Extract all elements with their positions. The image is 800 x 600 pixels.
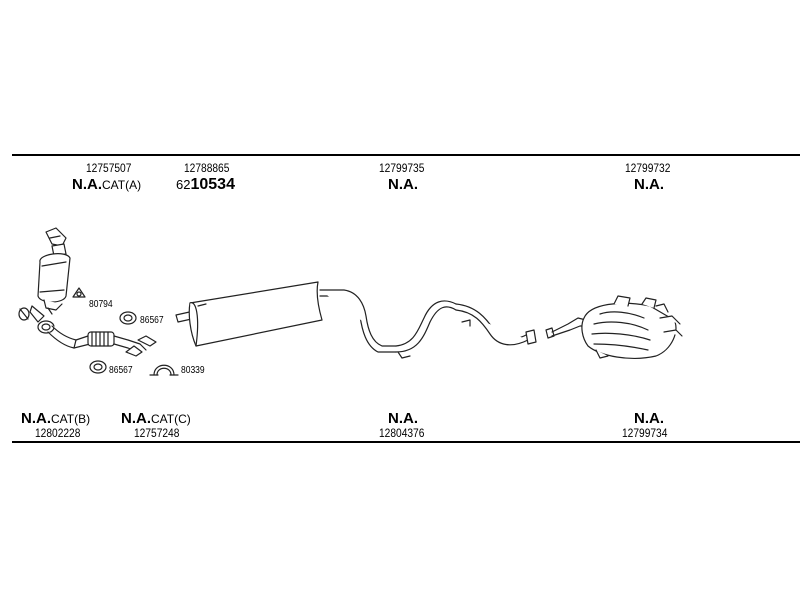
part-number-80794: 80794 [89,299,113,310]
label-na-cat-b: N.A.CAT(B) [21,411,90,427]
part-number-80339: 80339 [181,365,205,376]
part-number-12799732: 12799732 [625,161,671,175]
part-number-86567-upper: 86567 [140,315,164,326]
part-number-12788865: 12788865 [184,161,230,175]
label-na-col4-bottom: N.A. [634,410,664,427]
triangle-gasket-icon [72,287,86,298]
cat-text: CAT(B) [51,412,91,426]
part-number-12802228: 12802228 [35,426,81,440]
part-number-12804376: 12804376 [379,426,425,440]
ring-gasket-icon [119,311,137,325]
label-na-cat-a: N.A.CAT(A) [72,177,141,193]
code-main: 10534 [190,176,235,193]
catalytic-converter-a [37,227,71,315]
part-number-12799735: 12799735 [379,161,425,175]
na-text: N.A. [21,410,51,427]
part-number-12757248: 12757248 [134,426,180,440]
na-text: N.A. [72,176,102,193]
label-6210534: 6210534 [176,177,235,193]
ring-gasket-lower-icon [89,360,107,374]
cat-text: CAT(A) [102,178,142,192]
middle-silencer [175,281,537,359]
top-divider-line [12,154,800,156]
part-number-12799734: 12799734 [622,426,668,440]
label-na-cat-c: N.A.CAT(C) [121,411,191,427]
part-number-12757507: 12757507 [86,161,132,175]
label-na-col3: N.A. [388,176,418,193]
flange-gaskets [18,305,55,334]
pipe-clamp-icon [149,364,179,376]
label-na-col3-bottom: N.A. [388,410,418,427]
front-pipe-flex [47,325,157,357]
cat-text: CAT(C) [151,412,191,426]
label-na-col4: N.A. [634,176,664,193]
rear-silencer [545,295,683,359]
part-number-86567-lower: 86567 [109,365,133,376]
na-text: N.A. [121,410,151,427]
code-prefix: 62 [176,177,191,192]
bottom-divider-line [12,441,800,443]
